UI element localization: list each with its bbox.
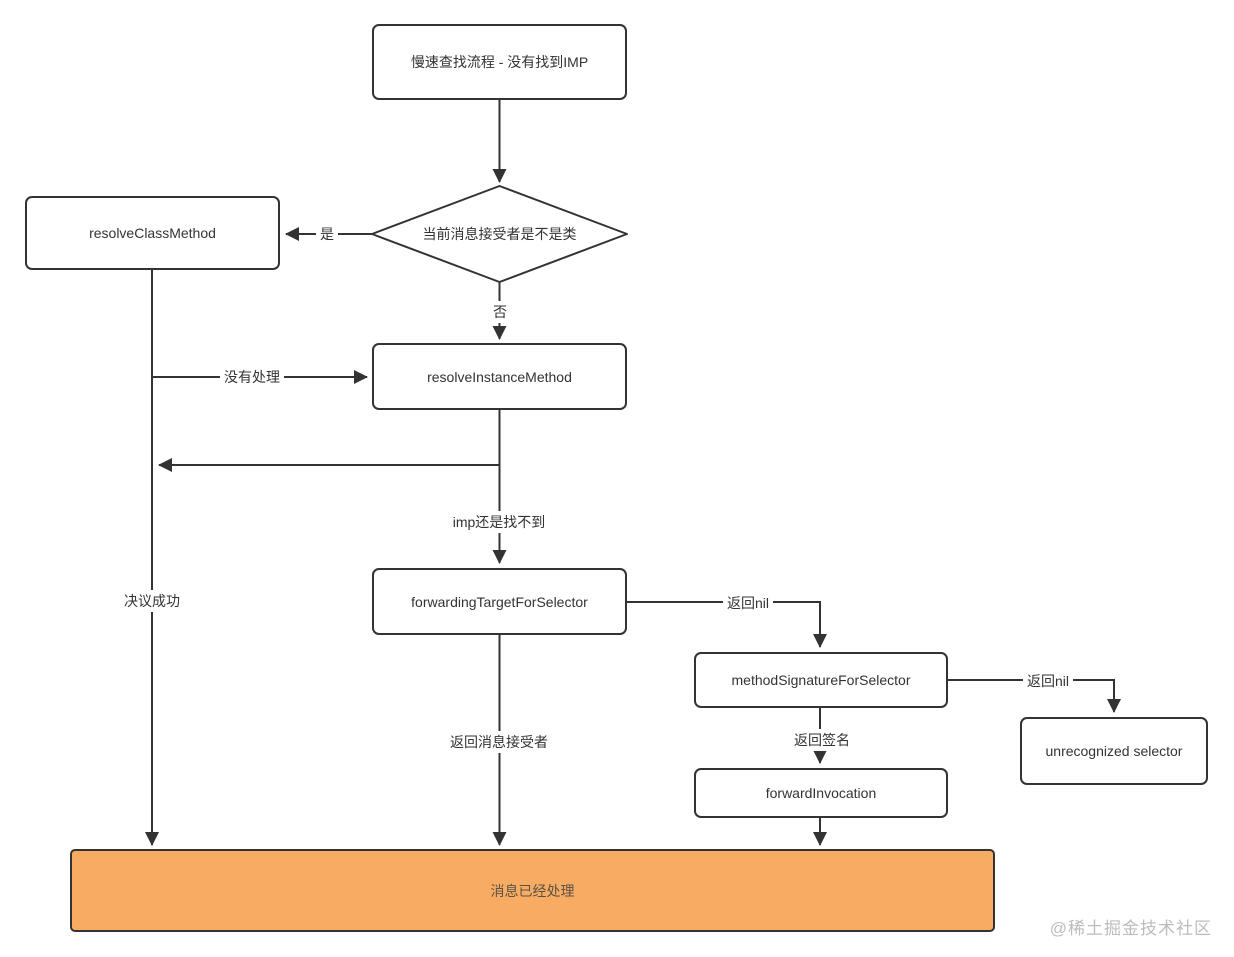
node-resolve-class-method-label: resolveClassMethod (89, 225, 216, 241)
edge-forwarding-to-signature (627, 601, 827, 648)
edge-label-return-nil-to-signature: 返回nil (722, 592, 774, 614)
node-forwarding-target-for-selector: forwardingTargetForSelector (372, 568, 627, 635)
node-resolve-instance-method: resolveInstanceMethod (372, 343, 627, 410)
juejin-watermark: @稀土掘金技术社区 (1049, 919, 1212, 938)
edge-label-return-signature: 返回签名 (790, 729, 854, 751)
node-unrecognized-selector-label: unrecognized selector (1045, 743, 1183, 759)
node-resolve-class-method: resolveClassMethod (25, 196, 280, 270)
node-resolve-instance-method-label: resolveInstanceMethod (427, 368, 572, 385)
node-message-handled: 消息已经处理 (70, 849, 995, 932)
node-forwarding-target-for-selector-label: forwardingTargetForSelector (411, 593, 588, 610)
node-decision-label: 当前消息接受者是不是类 (422, 226, 577, 242)
edge-signature-to-unrecognized (948, 679, 1121, 713)
node-start-label: 慢速查找流程 - 没有找到IMP (410, 54, 589, 70)
node-method-signature-for-selector: methodSignatureForSelector (694, 652, 948, 708)
node-unrecognized-selector: unrecognized selector (1020, 717, 1208, 785)
node-decision: 当前消息接受者是不是类 (392, 220, 607, 248)
node-message-handled-label: 消息已经处理 (490, 882, 575, 899)
node-forward-invocation: forwardInvocation (694, 768, 948, 818)
node-forward-invocation-label: forwardInvocation (765, 785, 877, 801)
node-start: 慢速查找流程 - 没有找到IMP (372, 24, 627, 100)
node-method-signature-for-selector-label: methodSignatureForSelector (731, 672, 911, 688)
edge-label-no: 否 (489, 301, 511, 323)
edge-label-return-nil-to-unrecognized: 返回nil (1022, 670, 1074, 692)
edge-label-imp-still-not-found: imp还是找不到 (448, 511, 550, 533)
edge-label-resolution-success: 决议成功 (120, 590, 184, 612)
edge-label-yes: 是 (316, 223, 338, 245)
edge-label-return-message-receiver: 返回消息接受者 (446, 731, 552, 753)
edge-label-not-handled: 没有处理 (220, 366, 284, 388)
